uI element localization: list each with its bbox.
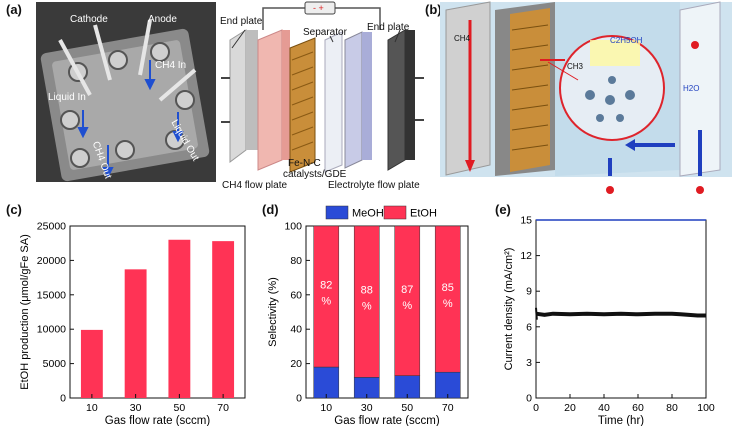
label-catalyst-1: Fe-N-C (288, 158, 321, 169)
label-end-plate-left: End plate (220, 16, 263, 27)
chart-c-frame (69, 225, 246, 399)
chart-e-ytick-label-1: 3 (526, 357, 532, 369)
label-ch3: CH3 (567, 62, 584, 71)
chart-e-xtick-label-4: 80 (666, 402, 678, 414)
chart-d-bar-EtOH-50 (394, 225, 421, 376)
chart-d-legend-label-MeOH: MeOH (352, 208, 384, 220)
chart-d-data-label-10: 82 (320, 280, 332, 292)
chart-c-bar-50 (168, 239, 191, 398)
chart-d-data-label-70: 85 (442, 282, 454, 294)
chart-d-xlabel: Gas flow rate (sccm) (334, 415, 440, 426)
chart-e-ylabel: Current density (mA/cm²) (503, 248, 515, 371)
chart-d-legend-swatch-MeOH (325, 205, 349, 220)
label-catalyst-2: catalysts/GDE (283, 169, 347, 180)
chart-d-ytick-label-4: 80 (290, 255, 302, 267)
chart-d-ytick-label-5: 100 (284, 221, 302, 233)
chart-c-ytick-label-4: 20000 (37, 255, 66, 267)
chart-e-ytick-label-5: 15 (520, 215, 532, 227)
label-cathode: Cathode (70, 14, 108, 25)
label-separator: Separator (303, 27, 347, 38)
chart-d-bar-MeOH-70 (434, 371, 461, 399)
chart-d-data-unit-70: % (443, 298, 453, 310)
chart-c-ytick-label-0: 0 (60, 393, 66, 405)
chart-e-xtick-label-0: 0 (533, 402, 539, 414)
panel-e-label: (e) (495, 202, 511, 217)
chart-d-bar-EtOH-10 (313, 225, 340, 368)
panel-d-label: (d) (262, 202, 279, 217)
chart-c-ylabel: EtOH production (μmol/gFe SA) (19, 234, 31, 390)
chart-e-xtick-label-5: 100 (697, 402, 715, 414)
chart-c-bar-70 (212, 241, 235, 398)
chart-c-ytick-label-3: 15000 (37, 289, 66, 301)
chart-c-ytick-label-5: 25000 (37, 221, 66, 233)
label-c2h5oh: C2H5OH (610, 36, 643, 45)
chart-d-ytick-label-0: 0 (296, 393, 302, 405)
chart-d-xtick-label-10: 10 (320, 402, 332, 414)
svg-text:- +: - + (313, 3, 324, 13)
chart-e-xtick-label-1: 20 (564, 402, 576, 414)
chart-d-data-unit-50: % (402, 300, 412, 312)
chart-d-bar-EtOH-30 (353, 225, 380, 378)
panel-b-label: (b) (425, 2, 442, 17)
chart-c-xtick-label-30: 30 (130, 402, 142, 414)
label-ch4: CH4 (454, 34, 471, 43)
chart-d-bar-EtOH-70 (434, 225, 461, 373)
chart-e-ytick-label-0: 0 (526, 393, 532, 405)
chart-c-xtick-label-50: 50 (174, 402, 186, 414)
chart-e-xtick-label-3: 60 (632, 402, 644, 414)
chart-d-data-unit-10: % (321, 296, 331, 308)
chart-d-legend-swatch-EtOH (383, 205, 407, 220)
chart-e-ytick-label-4: 12 (520, 250, 532, 262)
label-ch4-flow-plate: CH4 flow plate (222, 180, 288, 191)
label-electrolyte-flow-plate: Electrolyte flow plate (328, 180, 420, 191)
chart-d-xtick-label-30: 30 (361, 402, 373, 414)
chart-d-ytick-label-2: 40 (290, 324, 302, 336)
chart-d-xtick-label-50: 50 (401, 402, 413, 414)
chart-d-ytick-label-3: 60 (290, 289, 302, 301)
label-ch4-in: CH4 In (155, 60, 187, 71)
label-end-plate-right: End plate (367, 22, 410, 33)
chart-d-data-label-30: 88 (361, 285, 373, 297)
label-liquid-in: Liquid In (48, 92, 86, 103)
chart-e-xtick-label-2: 40 (598, 402, 610, 414)
chart-d-ytick-label-1: 20 (290, 358, 302, 370)
chart-c-xtick-label-70: 70 (217, 402, 229, 414)
chart-d-data-label-50: 87 (401, 284, 413, 296)
chart-d-legend-label-EtOH: EtOH (410, 208, 437, 220)
chart-e-series-line (535, 311, 706, 318)
label-anode: Anode (148, 14, 177, 25)
chart-e-frame (535, 219, 707, 399)
chart-c-xlabel: Gas flow rate (sccm) (105, 415, 211, 426)
chart-c-ytick-label-2: 10000 (37, 324, 66, 336)
chart-e-ytick-label-3: 9 (526, 286, 532, 298)
chart-c-bar-10 (80, 329, 103, 398)
chart-d-frame (305, 225, 469, 399)
panel-a-label: (a) (6, 2, 22, 17)
chart-e-ytick-label-2: 6 (526, 321, 532, 333)
chart-c-ytick-label-1: 5000 (43, 358, 67, 370)
chart-c-xtick-label-10: 10 (86, 402, 98, 414)
chart-c-bar-30 (124, 269, 147, 398)
chart-d-data-unit-30: % (362, 301, 372, 313)
chart-d-ylabel: Selectivity (%) (267, 277, 279, 347)
chart-e-initial-spike (535, 307, 538, 320)
chart-e-xlabel: Time (hr) (598, 415, 644, 426)
panel-c-label: (c) (6, 202, 22, 217)
chart-d-xtick-label-70: 70 (442, 402, 454, 414)
label-h2o: H2O (683, 84, 700, 93)
